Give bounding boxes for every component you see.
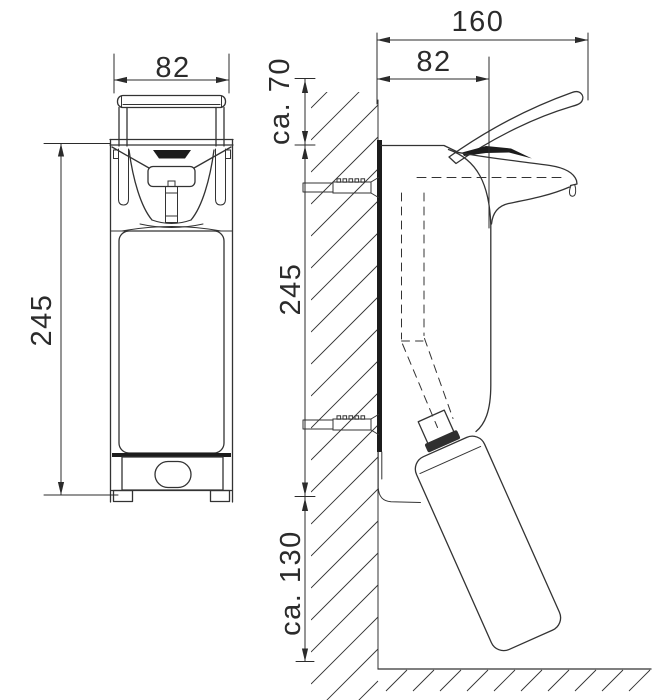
bottom-bracket: [110, 453, 233, 503]
lever-gap-shadow: [462, 146, 532, 159]
dim-floor-clearance: ca. 130: [275, 498, 309, 662]
push-bar: [116, 94, 227, 147]
side-view: 160 82 ca. 70 245: [264, 6, 652, 700]
floor-hatch: [385, 669, 651, 692]
dim-front-height: 245: [26, 143, 119, 496]
dim-side-depth-total: 160: [376, 6, 589, 105]
bracket-foot-right: [209, 489, 231, 503]
mounting-screw-bottom: [302, 414, 379, 435]
bottle-cap: [425, 430, 461, 453]
holder-lip: [377, 451, 421, 503]
bottle-front: [110, 226, 233, 454]
bottle-side: [414, 409, 562, 652]
dim-front-width: 82: [113, 52, 230, 94]
dim-label-floor-clearance: ca. 130: [275, 530, 307, 636]
dim-label-depth-total: 160: [452, 6, 505, 38]
dim-side-depth-body: 82: [376, 46, 490, 229]
pump-stem: [165, 180, 178, 223]
mounting-plate: [377, 140, 382, 452]
side-clip-left: [118, 148, 129, 206]
dim-chain-vertical: ca. 70 245 ca. 130: [264, 57, 316, 662]
suction-tube-dashed: [401, 192, 454, 428]
housing-front: [109, 138, 234, 503]
bracket-slot: [154, 460, 192, 489]
dim-label-side-height: 245: [275, 263, 307, 316]
pump-center: [147, 165, 196, 188]
dim-lever-offset: ca. 70: [264, 57, 309, 145]
side-clip-right: [215, 148, 226, 206]
dispenser-body-side: [380, 144, 578, 433]
pump-window: [153, 150, 191, 159]
bar-rails: [118, 106, 225, 147]
front-view: 82 245: [26, 52, 234, 503]
mounting-screw-top: [302, 177, 379, 198]
spout-drip: [568, 184, 577, 197]
spout: [455, 151, 578, 187]
dim-side-height: 245: [275, 146, 309, 496]
dim-label-front-height: 245: [26, 294, 58, 347]
wall-hatch: [311, 92, 379, 700]
lever-arm: [448, 91, 584, 165]
dim-label-front-width: 82: [155, 52, 190, 84]
dim-label-lever-offset: ca. 70: [264, 57, 296, 145]
bracket-foot-left: [112, 489, 134, 503]
dim-label-depth-body: 82: [416, 46, 451, 78]
